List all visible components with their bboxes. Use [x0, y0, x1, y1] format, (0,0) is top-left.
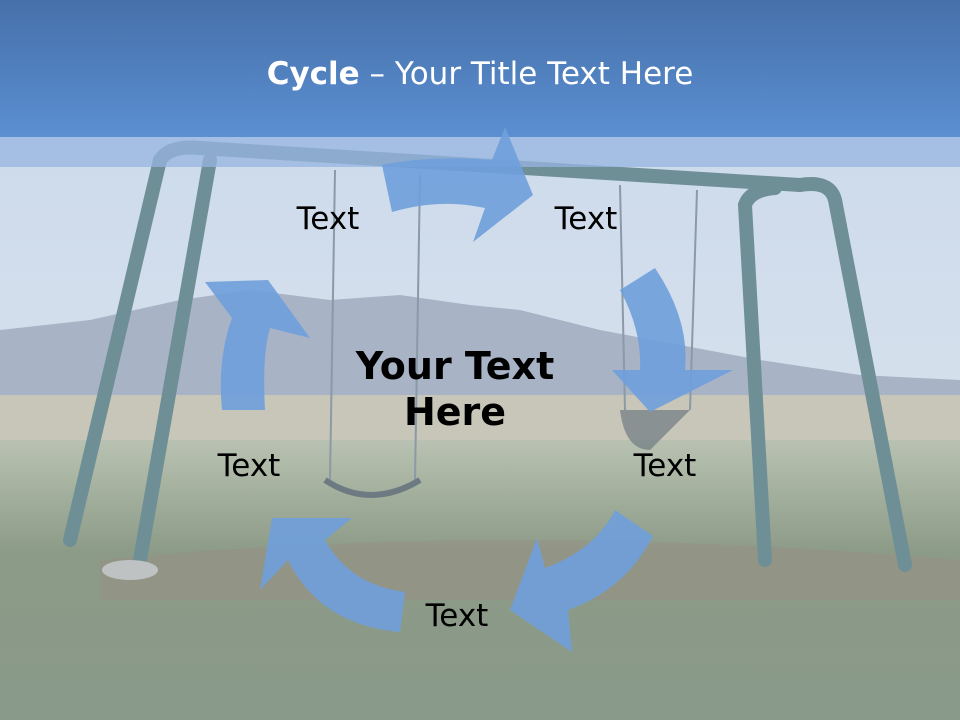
cycle-label-5: Text — [217, 448, 281, 484]
title-bold: Cycle — [266, 56, 360, 92]
cycle-arrow-3 — [510, 510, 653, 652]
cycle-arrow-2 — [612, 268, 733, 412]
cycle-label-2: Text — [554, 201, 618, 237]
center-text: Your Text Here — [355, 344, 555, 434]
cycle-arrow-4 — [260, 518, 405, 632]
cycle-label-1: Text — [296, 201, 360, 237]
cycle-label-3: Text — [633, 448, 697, 484]
cycle-arrow-1 — [382, 127, 533, 242]
cycle-label-4: Text — [425, 598, 489, 634]
cycle-arrow-5 — [205, 280, 310, 410]
title-rest: – Your Title Text Here — [359, 56, 694, 92]
title-bar — [0, 0, 960, 137]
slide-title: Cycle – Your Title Text Here — [0, 56, 960, 92]
